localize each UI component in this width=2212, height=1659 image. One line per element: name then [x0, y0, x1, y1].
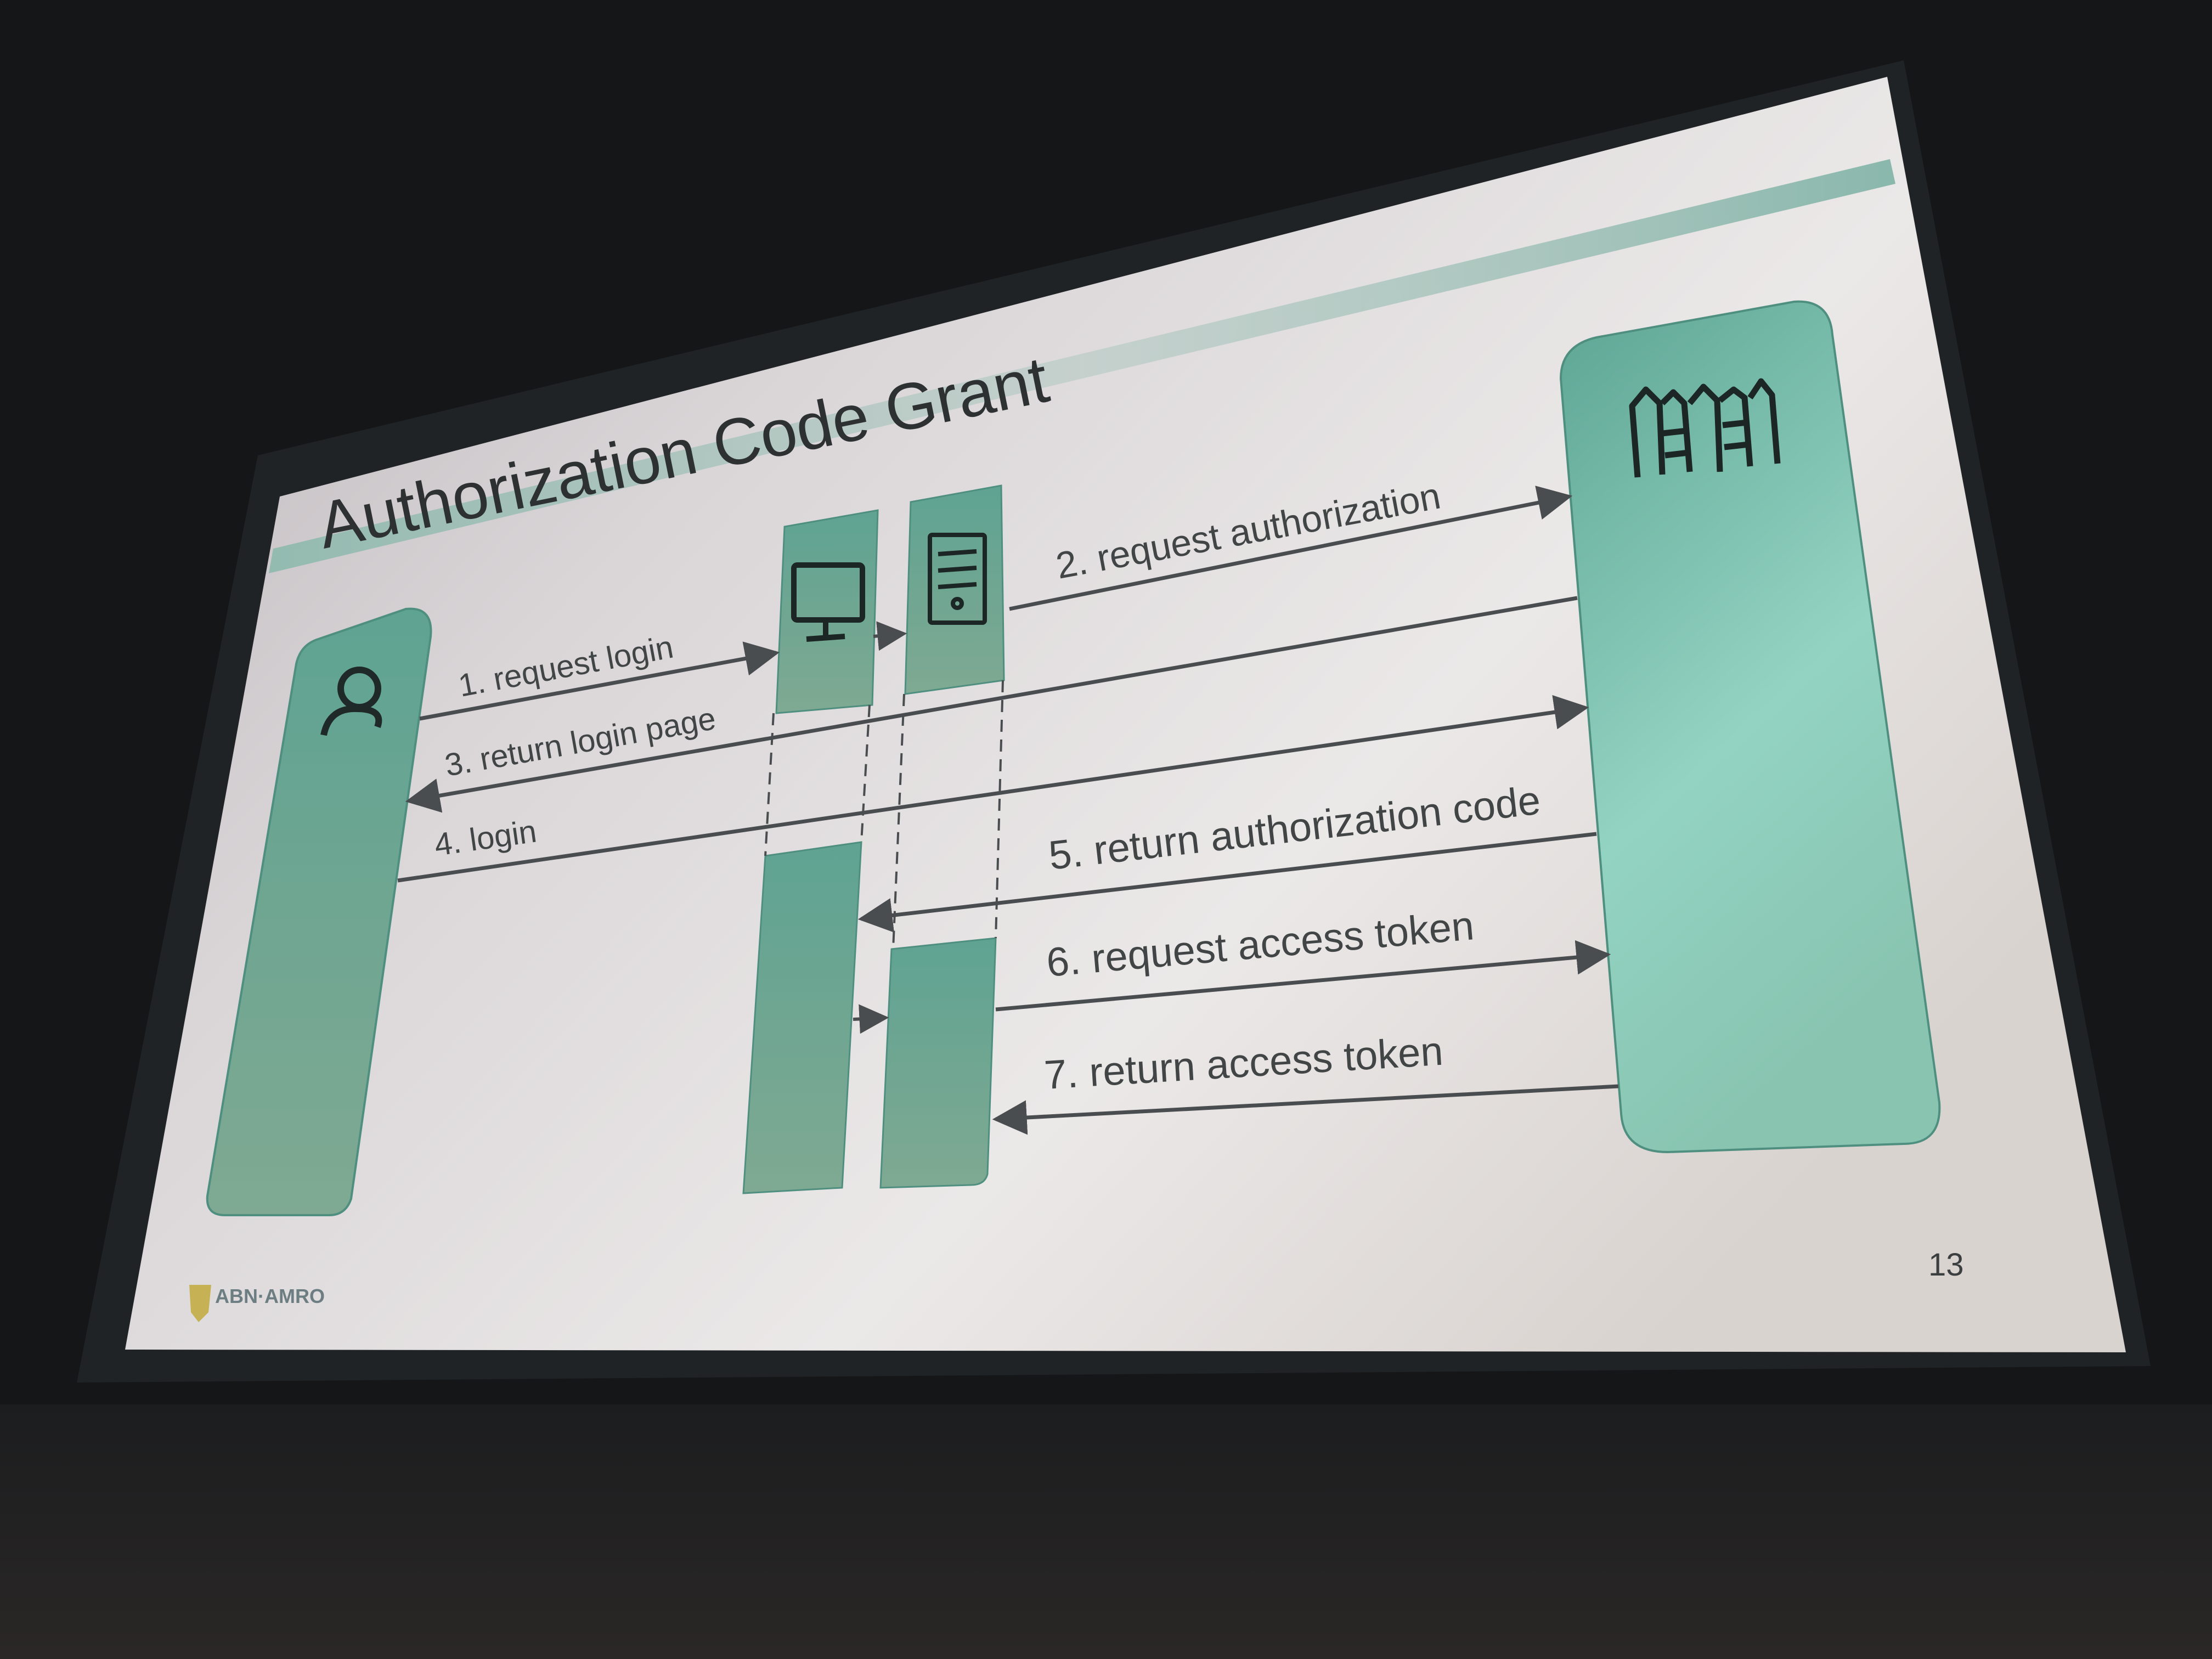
browser-to-client-arrow-bottom: [853, 1004, 889, 1034]
arrow-step-4: [397, 695, 1589, 883]
arrow-step-6: [995, 940, 1611, 1012]
authorization-server-box: [1559, 300, 1941, 1154]
arrow-step-3: [405, 596, 1578, 813]
flow-arrows: [397, 486, 1619, 1135]
castle-icon: [1629, 378, 1781, 478]
arrow-step-5: [857, 832, 1597, 933]
arrow-step-7: [992, 1084, 1619, 1135]
client-server-lane: [853, 484, 1005, 1189]
authorization-server-lane: [1559, 300, 1941, 1154]
browser-lifeline-right: [860, 704, 871, 843]
browser-lane-bottom: [742, 841, 862, 1194]
arrow-step-2: [1009, 486, 1573, 611]
user-lane: [206, 607, 432, 1216]
server-icon: [928, 533, 987, 625]
shield-icon: [189, 1285, 211, 1322]
logo-text: ABN·AMRO: [215, 1285, 325, 1307]
arrow-step-1: [419, 641, 780, 721]
client-server-lane-bottom: [879, 937, 997, 1189]
user-lane-box: [206, 607, 432, 1216]
abn-amro-logo: ABN·AMRO: [189, 1285, 325, 1322]
client-lifeline-left: [892, 693, 905, 950]
client-lifeline-right: [995, 680, 1004, 939]
room-floor: [0, 1404, 2212, 1659]
person-icon: [320, 667, 382, 736]
page-number: 13: [1928, 1247, 1964, 1283]
monitor-icon: [791, 562, 865, 642]
header-band: [269, 159, 1895, 573]
client-server-lane-top: [904, 484, 1005, 695]
browser-lane: [742, 509, 879, 1194]
browser-to-client-arrow-top: [873, 621, 907, 651]
